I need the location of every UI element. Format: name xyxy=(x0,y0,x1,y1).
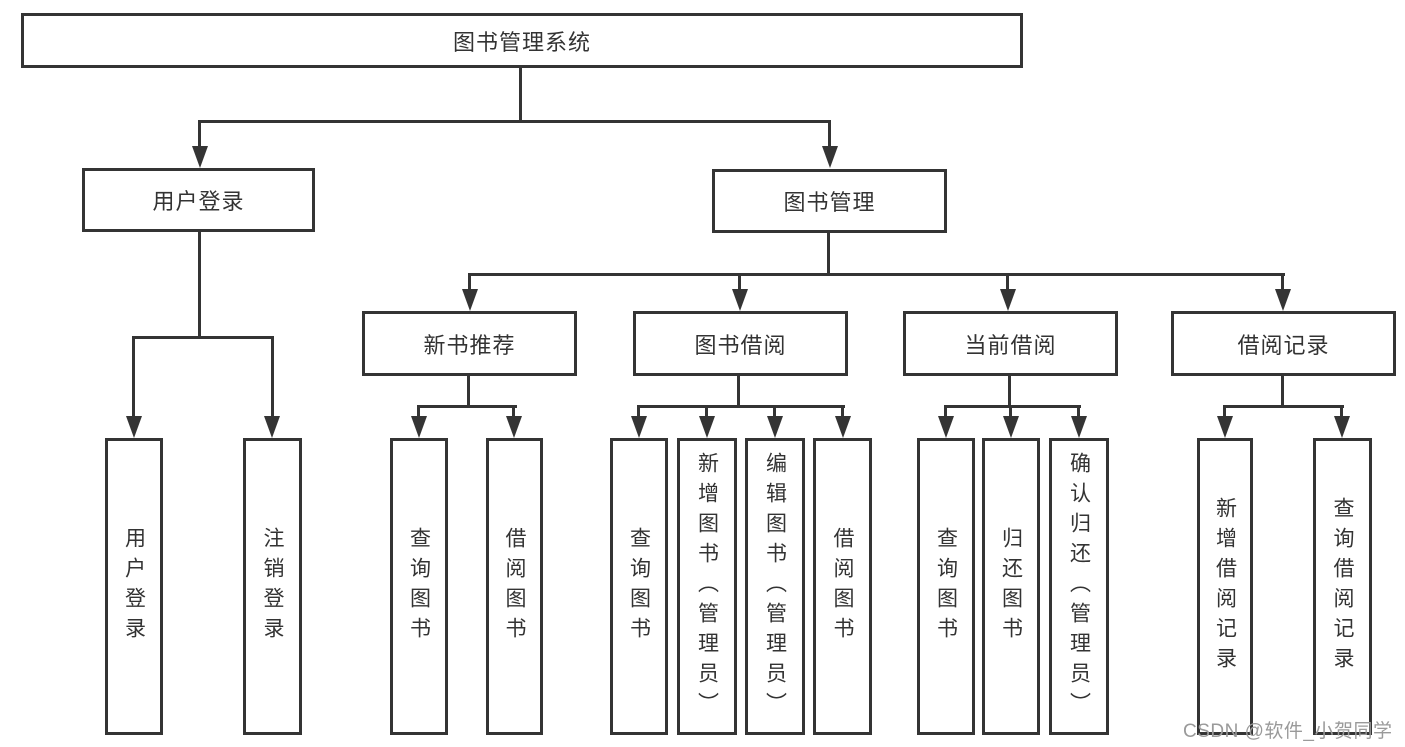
connector-vline xyxy=(637,405,640,418)
node-borrow-record: 借阅记录 xyxy=(1171,311,1396,376)
node-user-login-label: 用户登录 xyxy=(152,189,245,214)
arrow-down-icon xyxy=(264,416,280,438)
arrow-down-icon xyxy=(1000,289,1016,311)
connector-vline xyxy=(1223,405,1226,418)
connector-vline xyxy=(512,405,515,418)
arrow-down-icon xyxy=(1217,416,1233,438)
leaf-newbook-borrow-books: 借阅图书 xyxy=(486,438,543,735)
connector-vline xyxy=(1009,405,1012,418)
leaf-borrow-borrow-books-label: 借阅图书 xyxy=(831,526,854,647)
leaf-record-add-borrow-record: 新增借阅记录 xyxy=(1197,438,1253,735)
node-root: 图书管理系统 xyxy=(21,13,1023,68)
connector-vline xyxy=(467,376,470,408)
leaf-current-query-books-label: 查询图书 xyxy=(934,526,958,647)
arrow-down-icon xyxy=(767,416,783,438)
connector-hline xyxy=(944,405,1081,408)
node-user-login: 用户登录 xyxy=(82,168,315,232)
connector-vline xyxy=(828,120,831,150)
arrow-down-icon xyxy=(1071,416,1087,438)
connector-hline xyxy=(637,405,845,408)
node-borrow-record-label: 借阅记录 xyxy=(1237,332,1330,358)
node-current-borrow-label: 当前借阅 xyxy=(964,332,1057,358)
leaf-newbook-query-books-label: 查询图书 xyxy=(407,526,431,647)
arrow-down-icon xyxy=(411,416,427,438)
connector-hline xyxy=(1223,405,1344,408)
arrow-down-icon xyxy=(126,416,142,438)
leaf-borrow-add-books-admin-label: 新增图书（管理员） xyxy=(695,451,719,722)
watermark: CSDN @软件_小贺同学 xyxy=(1183,721,1393,742)
connector-hline xyxy=(198,120,831,123)
connector-hline xyxy=(132,336,274,339)
node-new-book-recommend-label: 新书推荐 xyxy=(423,332,516,358)
leaf-current-return-books: 归还图书 xyxy=(982,438,1040,735)
arrow-down-icon xyxy=(938,416,954,438)
leaf-newbook-borrow-books-label: 借阅图书 xyxy=(503,526,526,647)
arrow-down-icon xyxy=(1003,416,1019,438)
leaf-current-confirm-return-admin: 确认归还（管理员） xyxy=(1049,438,1109,735)
leaf-current-confirm-return-admin-label: 确认归还（管理员） xyxy=(1067,451,1091,722)
node-current-borrow: 当前借阅 xyxy=(903,311,1118,376)
leaf-record-add-borrow-record-label: 新增借阅记录 xyxy=(1213,496,1237,677)
leaf-borrow-query-books-label: 查询图书 xyxy=(627,526,651,647)
arrow-down-icon xyxy=(1275,289,1291,311)
connector-vline xyxy=(198,232,201,339)
connector-vline xyxy=(132,336,135,418)
arrow-down-icon xyxy=(462,289,478,311)
connector-vline xyxy=(705,405,708,418)
connector-hline xyxy=(468,273,1285,276)
connector-vline xyxy=(1006,273,1009,293)
leaf-logout-login: 注销登录 xyxy=(243,438,302,735)
leaf-user-login-label: 用户登录 xyxy=(122,526,146,647)
connector-vline xyxy=(841,405,844,418)
arrow-down-icon xyxy=(192,146,208,168)
connector-vline xyxy=(737,376,740,408)
node-book-borrow: 图书借阅 xyxy=(633,311,848,376)
node-book-borrow-label: 图书借阅 xyxy=(694,332,787,358)
connector-vline xyxy=(1281,273,1284,293)
connector-vline xyxy=(519,68,522,123)
leaf-record-query-borrow-record: 查询借阅记录 xyxy=(1313,438,1372,735)
leaf-borrow-query-books: 查询图书 xyxy=(610,438,668,735)
connector-vline xyxy=(468,273,471,293)
node-book-management-label: 图书管理 xyxy=(783,190,876,215)
connector-hline xyxy=(417,405,517,408)
arrow-down-icon xyxy=(699,416,715,438)
connector-vline xyxy=(1340,405,1343,418)
arrow-down-icon xyxy=(1334,416,1350,438)
connector-vline xyxy=(1281,376,1284,408)
connector-vline xyxy=(773,405,776,418)
leaf-borrow-borrow-books: 借阅图书 xyxy=(813,438,872,735)
leaf-current-return-books-label: 归还图书 xyxy=(999,526,1023,647)
connector-vline xyxy=(827,233,830,276)
leaf-borrow-edit-books-admin: 编辑图书（管理员） xyxy=(745,438,805,735)
connector-vline xyxy=(1077,405,1080,418)
leaf-logout-login-label: 注销登录 xyxy=(261,526,284,647)
arrow-down-icon xyxy=(506,416,522,438)
leaf-user-login: 用户登录 xyxy=(105,438,163,735)
node-root-label: 图书管理系统 xyxy=(452,29,591,55)
connector-vline xyxy=(417,405,420,418)
connector-vline xyxy=(1008,376,1011,408)
arrow-down-icon xyxy=(732,289,748,311)
node-new-book-recommend: 新书推荐 xyxy=(362,311,577,376)
leaf-record-query-borrow-record-label: 查询借阅记录 xyxy=(1331,496,1354,677)
leaf-borrow-add-books-admin: 新增图书（管理员） xyxy=(677,438,737,735)
arrow-down-icon xyxy=(631,416,647,438)
leaf-borrow-edit-books-admin-label: 编辑图书（管理员） xyxy=(763,451,787,722)
arrow-down-icon xyxy=(822,146,838,168)
arrow-down-icon xyxy=(835,416,851,438)
node-book-management: 图书管理 xyxy=(712,169,947,233)
connector-vline xyxy=(738,273,741,293)
leaf-current-query-books: 查询图书 xyxy=(917,438,975,735)
connector-vline xyxy=(271,336,274,418)
connector-vline xyxy=(944,405,947,418)
connector-vline xyxy=(198,120,201,150)
leaf-newbook-query-books: 查询图书 xyxy=(390,438,448,735)
